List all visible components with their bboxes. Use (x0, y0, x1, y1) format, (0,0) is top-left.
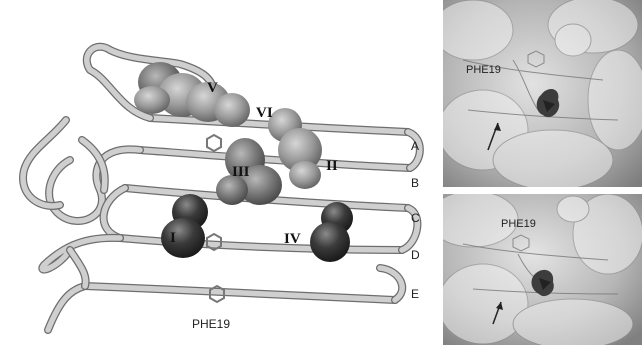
strand-label-a: A (411, 139, 419, 153)
surface-inset-bottom: PHE19 (443, 194, 642, 345)
site-iv-surface (310, 202, 353, 262)
strand-label-c: C (411, 211, 420, 225)
site-i-surface (161, 194, 208, 258)
site-label-ii: II (326, 158, 338, 174)
site-label-iii: III (232, 164, 250, 180)
strand-label-b: B (411, 176, 419, 190)
protein-ribbon-figure: V VI III II I IV A B C D E PHE19 (0, 0, 436, 345)
site-label-iv: IV (284, 231, 301, 247)
strand-label-d: D (411, 248, 420, 262)
strand-label-e: E (411, 287, 419, 301)
site-label-i: I (170, 230, 176, 246)
inset-top-residue-label: PHE19 (466, 64, 501, 76)
surface-inset-top: PHE19 (443, 0, 642, 187)
site-label-vi: VI (256, 105, 273, 121)
inset-bottom-residue-label: PHE19 (501, 218, 536, 230)
residue-label: PHE19 (192, 317, 230, 331)
site-label-v: V (207, 80, 218, 96)
